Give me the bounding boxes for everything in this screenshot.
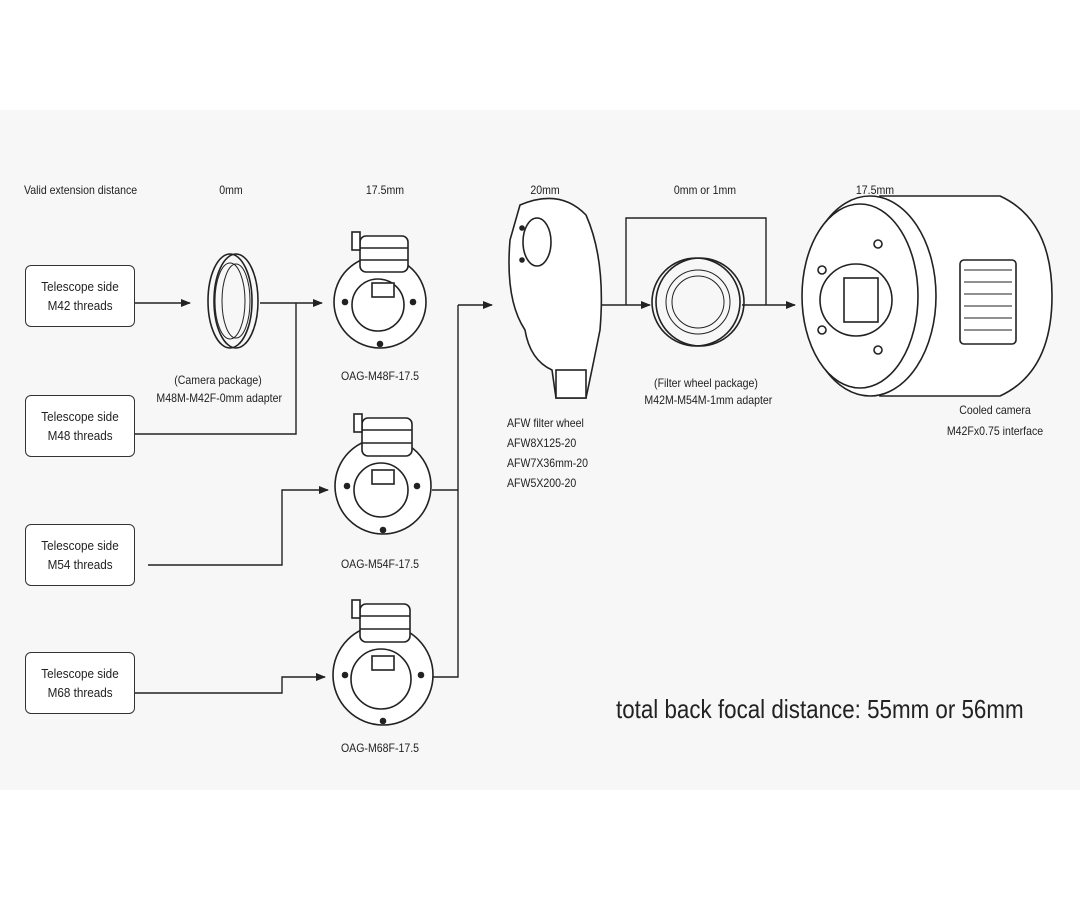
telescope-box-m54: Telescope side M54 threads — [25, 524, 135, 586]
arrow-m54-to-oag — [148, 486, 329, 566]
oag-unit-icon — [333, 231, 427, 349]
telescope-box-m42: Telescope side M42 threads — [25, 265, 135, 327]
telescope-box-m48: Telescope side M48 threads — [25, 395, 135, 457]
telescope-box-line1: Telescope side — [41, 666, 119, 681]
telescope-box-line1: Telescope side — [41, 538, 119, 553]
telescope-box-line1: Telescope side — [41, 279, 119, 294]
telescope-box-m68: Telescope side M68 threads — [25, 652, 135, 714]
oag-caption-m54: OAG-M54F-17.5 — [340, 557, 420, 571]
filter-wheel-distance: 20mm — [530, 183, 560, 197]
adapter-distance: 0mm — [219, 183, 243, 197]
adapter-caption-line1: (Camera package) — [174, 373, 262, 387]
filter-wheel-caption-line3: AFW7X36mm-20 — [507, 456, 588, 470]
telescope-box-line2: M48 threads — [47, 428, 113, 443]
camera-distance: 17.5mm — [855, 183, 895, 197]
telescope-box-line2: M68 threads — [47, 685, 113, 700]
filter-wheel-caption-line2: AFW8X125-20 — [507, 436, 577, 450]
fw-adapter-ring-icon — [651, 257, 745, 347]
telescope-box-line1: Telescope side — [41, 409, 119, 424]
oag-distance: 17.5mm — [365, 183, 405, 197]
line-m48-to-oag — [133, 303, 297, 435]
adapter-ring-icon — [207, 253, 259, 349]
camera-caption-line2: M42Fx0.75 interface — [946, 424, 1044, 438]
adapter-caption-line2: M48M-M42F-0mm adapter — [156, 391, 282, 405]
oag-caption-m68: OAG-M68F-17.5 — [340, 741, 420, 755]
connector-lines — [133, 217, 796, 694]
telescope-box-line2: M54 threads — [47, 557, 113, 572]
fw-adapter-distance: 0mm or 1mm — [673, 183, 737, 197]
fw-adapter-caption-line1: (Filter wheel package) — [654, 376, 758, 390]
camera-caption-line1: Cooled camera — [959, 403, 1031, 417]
arrow-m68-to-oag — [133, 673, 326, 694]
filter-wheel-caption-line4: AFW5X200-20 — [507, 476, 577, 490]
bypass-line — [625, 217, 767, 305]
extension-distance-label: Valid extension distance — [24, 183, 138, 197]
oag-unit-icon — [332, 599, 434, 726]
oag-unit-icon — [334, 413, 432, 535]
telescope-box-line2: M42 threads — [47, 298, 113, 313]
filter-wheel-caption-line1: AFW filter wheel — [507, 416, 584, 430]
oag-caption-m48: OAG-M48F-17.5 — [340, 369, 420, 383]
line-oag3-out — [432, 305, 459, 678]
fw-adapter-caption-line2: M42M-M54M-1mm adapter — [644, 393, 773, 407]
total-back-focal-distance: total back focal distance: 55mm or 56mm — [616, 694, 1024, 724]
filter-wheel-icon — [508, 197, 603, 399]
cooled-camera-icon — [801, 195, 1053, 397]
